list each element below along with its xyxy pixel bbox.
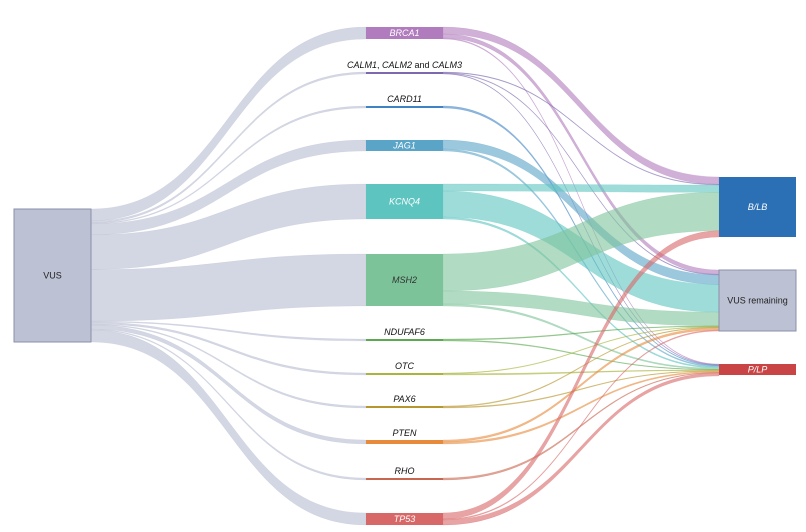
nodes <box>13 27 797 525</box>
node-label-card11: CARD11 <box>387 94 422 104</box>
node-msh2 <box>366 254 443 306</box>
node-jag1 <box>366 140 443 151</box>
node-label-calm: CALM1, CALM2 and CALM3 <box>347 60 462 70</box>
node-pax6 <box>366 406 443 408</box>
link-pten-to-plp <box>442 371 720 445</box>
link-rho-to-plp <box>442 372 720 481</box>
node-label-msh2: MSH2 <box>392 275 417 285</box>
node-label-otc: OTC <box>395 361 414 371</box>
source-to-gene-links <box>90 26 367 526</box>
link-calm-to-blb <box>442 71 720 186</box>
link-vus-to-tp53 <box>90 329 367 526</box>
node-pten <box>366 440 443 444</box>
node-rho <box>366 478 443 480</box>
node-label-vus: VUS <box>43 271 62 281</box>
node-plp <box>719 364 796 375</box>
node-label-tp53: TP53 <box>394 514 416 524</box>
gene-to-outcome-links <box>442 26 720 526</box>
node-otc <box>366 373 443 375</box>
node-label-blb: B/LB <box>748 202 768 212</box>
node-brca1 <box>366 27 443 39</box>
node-label-pten: PTEN <box>392 428 417 438</box>
link-kcnq4-to-blb <box>442 183 720 193</box>
node-label-jag1: JAG1 <box>392 141 416 151</box>
node-label-pax6: PAX6 <box>393 394 415 404</box>
node-label-rho: RHO <box>395 466 415 476</box>
node-vus <box>13 208 92 343</box>
node-kcnq4 <box>366 184 443 219</box>
node-card11 <box>366 106 443 108</box>
node-vusr <box>718 269 797 332</box>
node-label-vusr: VUS remaining <box>727 296 788 306</box>
node-label-brca1: BRCA1 <box>389 28 419 38</box>
node-blb <box>719 177 796 237</box>
node-label-plp: P/LP <box>748 365 768 375</box>
link-tp53-to-plp <box>442 372 720 526</box>
node-calm <box>366 72 443 74</box>
node-label-kcnq4: KCNQ4 <box>389 197 420 207</box>
node-ndufaf6 <box>366 339 443 341</box>
node-label-ndufaf6: NDUFAF6 <box>384 327 425 337</box>
node-tp53 <box>366 513 443 525</box>
